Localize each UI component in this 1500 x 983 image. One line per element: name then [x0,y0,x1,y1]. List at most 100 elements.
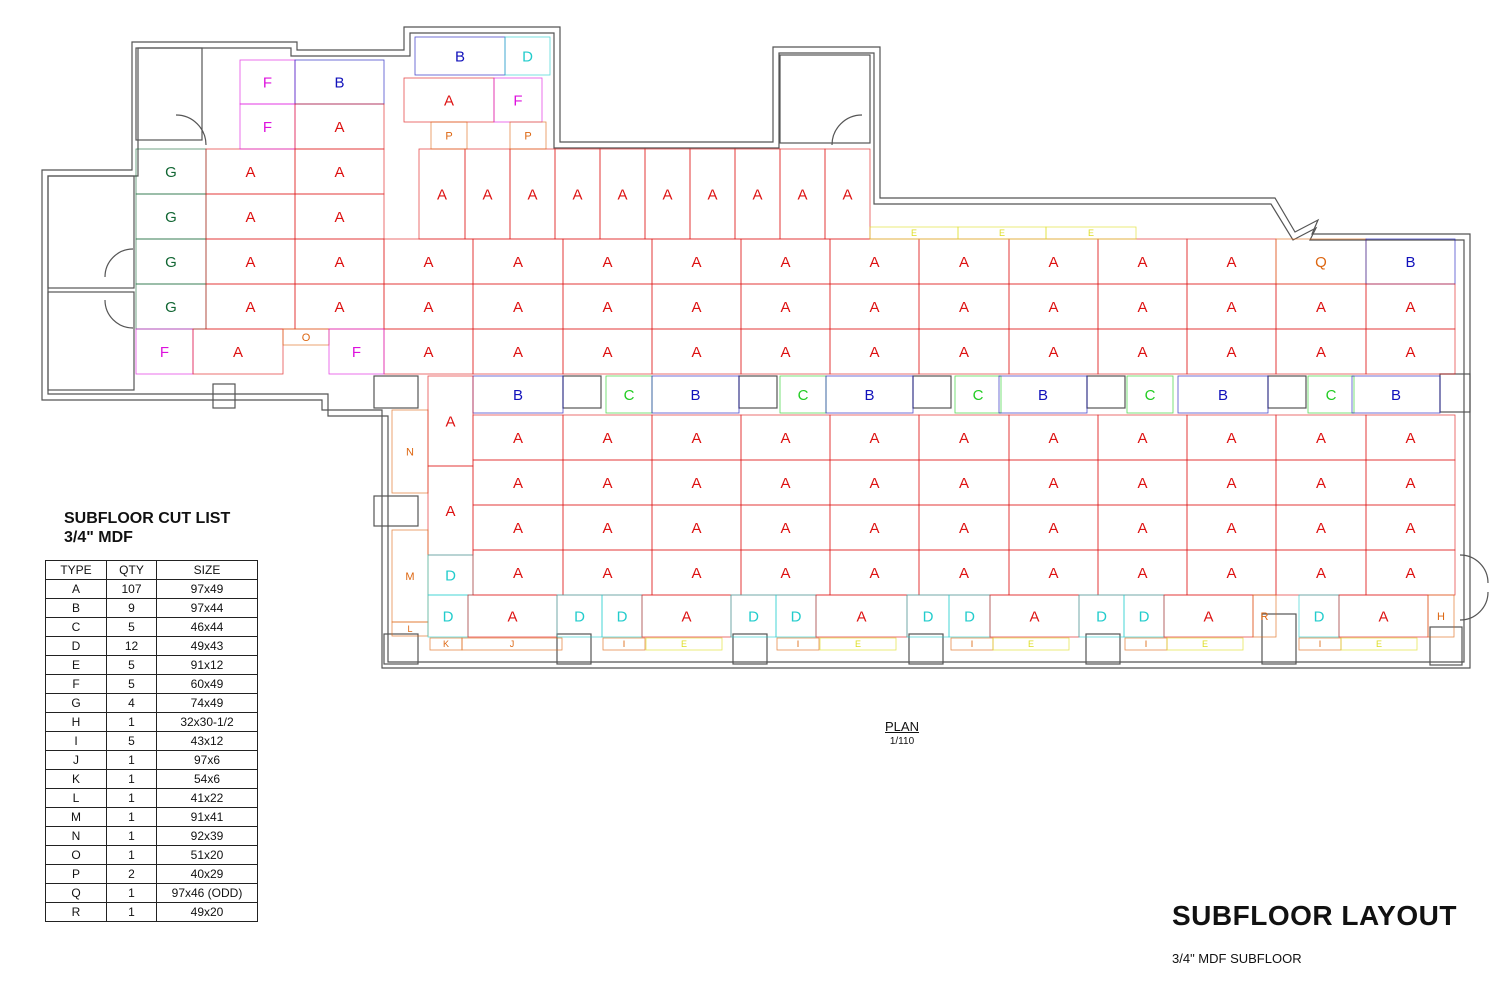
panel-type-label: A [691,430,701,447]
panel-type-label: C [1326,387,1337,404]
panel-a: A [644,148,691,240]
panel-type-label: A [1316,430,1326,447]
panel-type-label: F [160,344,169,361]
panel-type-label: A [869,254,879,271]
panel-a: A [205,283,296,330]
door-swing [104,248,134,278]
panel-type-label: D [574,608,585,625]
wall-room [135,47,203,141]
panel-a: A [651,283,742,330]
panel-a: A [829,238,920,285]
panel-j: J [461,637,563,651]
panel-type-label: A [869,430,879,447]
panel-type-label: A [691,565,701,582]
panel-type-label: A [423,344,433,361]
panel-d: D [730,594,777,638]
panel-type-label: G [165,209,177,226]
panel-a: A [740,459,831,506]
row-type: M [45,807,107,827]
row-qty: 1 [106,769,157,789]
row-size: 97x6 [156,750,258,770]
panel-a: A [918,414,1010,461]
panel-type-label: A [959,565,969,582]
row-qty: 5 [106,731,157,751]
panel-a: A [467,594,558,638]
panel-a: A [205,148,296,195]
row-size: 74x49 [156,693,258,713]
panel-type-label: C [1145,387,1156,404]
panel-type-label: J [510,639,515,649]
panel-a: A [815,594,908,638]
column [1085,633,1121,665]
row-type: D [45,636,107,656]
panel-b: B [1177,375,1269,414]
panel-type-label: A [1316,299,1326,316]
panel-type-label: P [445,130,452,142]
panel-a: A [562,414,653,461]
plan-scale: 1/110 [889,736,915,747]
panel-type-label: A [1203,608,1213,625]
panel-type-label: A [1226,475,1236,492]
panel-type-label: A [780,565,790,582]
panel-a: A [641,594,732,638]
panel-type-label: A [780,475,790,492]
panel-type-label: A [752,186,762,203]
panel-type-label: L [407,624,412,634]
panel-a: A [1275,414,1367,461]
panel-type-label: E [681,639,687,649]
panel-type-label: B [1038,387,1048,404]
panel-type-label: B [513,387,523,404]
panel-type-label: A [527,186,537,203]
panel-type-label: A [1405,299,1415,316]
panel-type-label: G [165,299,177,316]
panel-type-label: A [662,186,672,203]
panel-a: A [651,328,742,375]
panel-type-label: A [444,92,454,109]
row-type: A [45,579,107,599]
panel-type-label: F [263,74,272,91]
panel-type-label: D [964,608,975,625]
panel-p: P [430,121,468,150]
wall-room [373,495,419,527]
panel-a: A [472,238,564,285]
panel-a: A [1365,549,1456,596]
wall-room [779,54,871,144]
panel-type-label: A [1405,430,1415,447]
panel-type-label: A [1137,430,1147,447]
panel-a: A [651,504,742,551]
panel-a: A [740,504,831,551]
row-size: 43x12 [156,731,258,751]
panel-a: A [829,283,920,330]
door-swing [1459,554,1489,584]
panel-type-label: B [1218,387,1228,404]
panel-a: A [383,328,474,375]
panel-type-label: Q [1315,254,1327,271]
panel-b: B [472,375,564,414]
panel-a: A [294,148,385,195]
panel-type-label: A [1048,344,1058,361]
column [383,633,419,665]
panel-a: A [1365,459,1456,506]
wall-room [47,175,135,289]
panel-a: A [1275,459,1367,506]
panel-a: A [829,504,920,551]
panel-a: A [1008,549,1099,596]
panel-a: A [464,148,511,240]
panel-type-label: A [513,254,523,271]
panel-d: D [504,36,551,76]
row-qty: 5 [106,617,157,637]
panel-type-label: A [1316,344,1326,361]
panel-type-label: A [1048,430,1058,447]
panel-a: A [829,549,920,596]
panel-type-label: A [1226,254,1236,271]
panel-a: A [1008,283,1099,330]
panel-a: A [918,238,1010,285]
panel-type-label: A [959,520,969,537]
panel-f: F [239,103,296,150]
panel-a: A [383,238,474,285]
panel-type-label: A [602,475,612,492]
panel-a: A [383,283,474,330]
